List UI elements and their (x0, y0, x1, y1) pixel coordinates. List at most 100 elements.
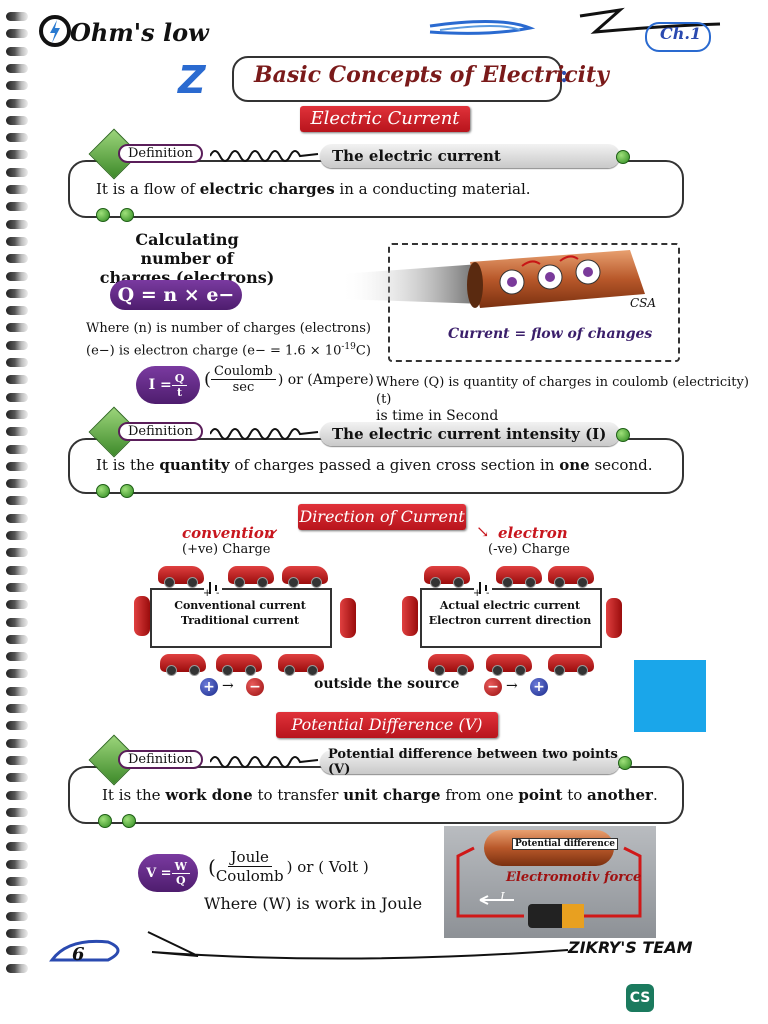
definition-badge-1: Definition (118, 144, 203, 163)
current-unit-num: Coulomb (211, 364, 276, 380)
car-icon (340, 598, 356, 638)
spiral-ring (6, 565, 28, 575)
spiral-ring (6, 115, 28, 125)
car-icon (216, 654, 262, 676)
definition-term-2-text: The electric current intensity (I) (332, 425, 607, 443)
voltage-unit-den: Coulomb (215, 867, 284, 885)
spiral-ring (6, 185, 28, 194)
definition-term-1: The electric current (320, 144, 620, 168)
connector-dot (618, 756, 632, 770)
current-formula-t: t (177, 385, 183, 399)
spiral-ring (6, 531, 28, 540)
section-colon: : (560, 62, 569, 88)
connector-dot (616, 428, 630, 442)
definition-term-3: Potential difference between two points … (320, 747, 620, 777)
banner-direction: Direction of Current (298, 504, 466, 530)
spiral-ring (6, 358, 28, 367)
positive-charge-icon: + (530, 678, 548, 696)
voltage-unit-num: Joule (227, 848, 272, 867)
spiral-ring (6, 323, 28, 333)
section-title-frame (232, 56, 562, 102)
cs-badge: CS (626, 984, 654, 1012)
definition-badge-2: Definition (118, 422, 203, 441)
logo-icon (38, 14, 72, 48)
spiral-ring (6, 946, 28, 956)
spiral-ring (6, 634, 28, 644)
current-where-line2: is time in Second (376, 408, 499, 424)
current-formula-q: Q (171, 372, 188, 386)
voltage-formula-lhs: V = (146, 865, 172, 881)
spiral-ring (6, 773, 28, 783)
convention-sub: (+ve) Charge (182, 542, 271, 557)
spiral-ring (6, 704, 28, 713)
negative-charge-icon: − (484, 678, 502, 696)
electron-sub: (-ve) Charge (488, 542, 571, 557)
emf-pd-label: Potential difference (512, 838, 618, 850)
current-where: Where (Q) is quantity of charges in coul… (376, 374, 768, 425)
connector-dot (98, 814, 112, 828)
convention-title: convention (182, 524, 275, 542)
spiral-ring (6, 928, 28, 938)
banner-electric-current: Electric Current (300, 106, 470, 132)
spiral-ring (6, 150, 28, 160)
battery-plus: + (203, 588, 212, 599)
spiral-ring (6, 807, 28, 817)
car-icon (606, 598, 622, 638)
car-icon (424, 566, 470, 588)
spiral-ring (6, 444, 28, 454)
battery-minus: - (486, 588, 490, 599)
blue-square (634, 660, 706, 732)
spiral-ring (6, 81, 28, 91)
charges-formula: Q = n × e− (110, 280, 242, 310)
spiral-ring (6, 306, 28, 316)
car-icon (486, 654, 532, 676)
spiral-ring (6, 29, 28, 39)
spiral-ring (6, 877, 28, 886)
car-icon (228, 566, 274, 588)
spiral-ring (6, 859, 28, 869)
circuit-left-line2: Traditional current (180, 614, 300, 627)
spiral-ring (6, 219, 28, 229)
spiral-ring (6, 392, 28, 402)
spiral-ring (6, 167, 28, 177)
definition-term-3-text: Potential difference between two points … (328, 747, 618, 777)
emf-force-label: Electromotiv force (506, 870, 642, 885)
logo-title: Ohm's low (70, 18, 209, 47)
car-icon (548, 566, 594, 588)
circuit-box-right (420, 588, 602, 648)
circuit-left-text: Conventional current Traditional current (152, 598, 328, 628)
squiggle-2 (209, 422, 320, 442)
current-formula-lhs: I = (148, 377, 172, 393)
current-unit-alt: ) or (Ampere) (277, 371, 374, 388)
spiral-ring (6, 340, 28, 350)
voltage-formula-q: Q (175, 873, 186, 887)
wire-illustration (300, 244, 670, 324)
spiral-ring (6, 12, 28, 21)
spiral-ring (6, 98, 28, 108)
circuit-left-line1: Conventional current (174, 599, 306, 612)
spiral-ring (6, 600, 28, 610)
team-label: ZIKRY'S TEAM (568, 938, 693, 957)
squiggle-1 (209, 144, 320, 164)
definition-body-3: It is the work done to transfer unit cha… (102, 786, 658, 804)
wire-csa-label: CSA (630, 296, 657, 310)
charges-heading: Calculating number of charges (electrons… (98, 230, 276, 287)
emf-current-label: I (500, 890, 505, 904)
definition-term-2: The electric current intensity (I) (320, 422, 620, 446)
spiral-ring (6, 202, 28, 212)
section-z-icon: Z (178, 58, 206, 102)
connector-dot (96, 208, 110, 222)
spiral-ring (6, 375, 28, 385)
car-icon (278, 654, 324, 676)
spiral-binding (0, 0, 30, 975)
spiral-ring (6, 790, 28, 800)
spiral-ring (6, 738, 28, 748)
current-unit-den: sec (232, 380, 255, 395)
spiral-ring (6, 63, 28, 73)
definition-badge-3: Definition (118, 750, 203, 769)
wire-caption: Current = flow of changes (448, 326, 653, 342)
voltage-where: Where (W) is work in Joule (204, 894, 423, 913)
page-number: 6 (72, 944, 85, 965)
spiral-ring (6, 548, 28, 558)
